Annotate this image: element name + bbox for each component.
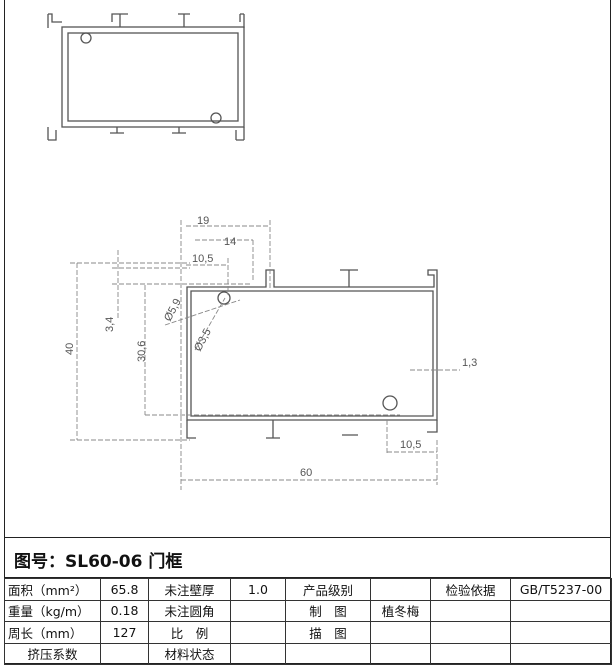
label-material-temper: 材料状态 [148, 642, 231, 665]
value-inspection-basis: GB/T5237-00 [510, 578, 612, 601]
value-perimeter: 127 [100, 621, 149, 644]
dim-wall-1-3: 1,3 [462, 357, 477, 369]
value-area: 65.8 [100, 578, 149, 601]
value-product-grade [370, 578, 431, 601]
dim-diameter-3-5: Ø3,5 [192, 327, 214, 354]
table-row: 重量（kg/m） 0.18 未注圆角 制 图 植冬梅 [4, 599, 612, 622]
dim-10-5-bottom: 10,5 [400, 439, 421, 451]
cell-empty [285, 642, 371, 665]
label-product-grade: 产品级别 [285, 578, 371, 601]
cell-empty [430, 621, 511, 644]
value-weight: 0.18 [100, 599, 149, 622]
label-traced-by: 描 图 [285, 621, 371, 644]
dim-60: 60 [300, 467, 312, 479]
label-weight: 重量（kg/m） [4, 599, 101, 622]
value-wall-thickness: 1.0 [230, 578, 286, 601]
label-drawn-by: 制 图 [285, 599, 371, 622]
cell-empty [430, 642, 511, 665]
label-wall-thickness: 未注壁厚 [148, 578, 231, 601]
value-extrusion-ratio [100, 642, 149, 665]
dim-14: 14 [224, 236, 236, 248]
dim-19: 19 [197, 215, 209, 227]
cell-empty [510, 621, 612, 644]
dimension-lines [70, 220, 460, 490]
title-block-table: 面积（mm²） 65.8 未注壁厚 1.0 产品级别 检验依据 GB/T5237… [4, 578, 612, 665]
dim-3-4: 3,4 [104, 317, 116, 332]
label-perimeter: 周长（mm） [4, 621, 101, 644]
value-fillet [230, 599, 286, 622]
cell-empty [370, 642, 431, 665]
label-extrusion-ratio: 挤压系数 [4, 642, 101, 665]
table-row: 周长（mm） 127 比 例 描 图 [4, 621, 612, 644]
profile-section [186, 269, 438, 439]
value-scale [230, 621, 286, 644]
dim-40: 40 [64, 343, 76, 355]
profile-drawing: 19 14 10,5 3,4 40 30,6 Ø5,9 Ø3,5 1,3 10,… [47, 13, 477, 490]
label-scale: 比 例 [148, 621, 231, 644]
dim-30-6: 30,6 [136, 341, 148, 362]
value-drawn-by: 植冬梅 [370, 599, 431, 622]
cell-empty [510, 642, 612, 665]
table-row: 面积（mm²） 65.8 未注壁厚 1.0 产品级别 检验依据 GB/T5237… [4, 578, 612, 601]
label-inspection-basis: 检验依据 [430, 578, 511, 601]
drawing-title: 图号：SL60-06 门框 [4, 537, 611, 578]
label-fillet: 未注圆角 [148, 599, 231, 622]
table-row: 挤压系数 材料状态 [4, 642, 612, 665]
value-material-temper [230, 642, 286, 665]
dim-10-5-top: 10,5 [192, 253, 213, 265]
value-traced-by [370, 621, 431, 644]
label-area: 面积（mm²） [4, 578, 101, 601]
cell-empty [430, 599, 511, 622]
cell-empty [510, 599, 612, 622]
profile-thumbnail [47, 13, 245, 141]
